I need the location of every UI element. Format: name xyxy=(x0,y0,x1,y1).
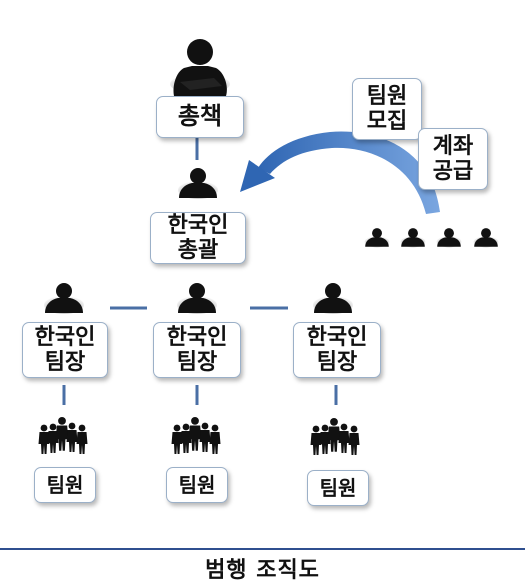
chief-silhouette-icon xyxy=(170,39,230,96)
node-member-2: 팀원 xyxy=(166,467,228,503)
connector-lines xyxy=(62,138,338,405)
member2-group-icon xyxy=(171,416,221,454)
node-korean-head-line2: 총괄 xyxy=(177,238,219,263)
node-leader-2-line1: 한국인 xyxy=(166,324,228,350)
node-leader-2-line2: 팀장 xyxy=(176,350,218,375)
leader1-silhouette-icon xyxy=(44,283,84,314)
label-recruit-line1: 팀원 xyxy=(366,83,408,109)
supplier-group-silhouette-icon xyxy=(364,228,499,248)
label-account-line1: 계좌 xyxy=(432,133,474,159)
leader3-silhouette-icon xyxy=(313,283,353,314)
node-member-3: 팀원 xyxy=(307,470,369,506)
label-recruit-line2: 모집 xyxy=(366,109,408,134)
node-leader-3: 한국인 팀장 xyxy=(293,322,381,378)
node-chief: 총책 xyxy=(156,96,244,138)
node-leader-2: 한국인 팀장 xyxy=(153,322,241,378)
node-leader-1: 한국인 팀장 xyxy=(22,322,108,378)
label-account: 계좌 공급 xyxy=(418,128,488,190)
korean-head-silhouette-icon xyxy=(178,168,218,199)
label-recruit: 팀원 모집 xyxy=(352,78,422,140)
node-member-1-label: 팀원 xyxy=(46,472,84,497)
node-leader-1-line1: 한국인 xyxy=(34,324,96,350)
curved-arrow-icon xyxy=(240,131,440,214)
node-leader-3-line1: 한국인 xyxy=(306,324,368,350)
label-account-line2: 공급 xyxy=(432,159,474,184)
node-korean-head: 한국인 총괄 xyxy=(150,212,246,264)
node-member-3-label: 팀원 xyxy=(319,475,357,500)
node-member-1: 팀원 xyxy=(34,467,96,503)
node-leader-1-line2: 팀장 xyxy=(44,350,86,375)
node-leader-3-line2: 팀장 xyxy=(316,350,358,375)
member1-group-icon xyxy=(38,416,88,454)
diagram-caption: 범행 조직도 xyxy=(205,558,320,583)
node-chief-label: 총책 xyxy=(177,102,223,131)
node-member-2-label: 팀원 xyxy=(178,472,216,497)
node-korean-head-line1: 한국인 xyxy=(167,212,229,238)
leader2-silhouette-icon xyxy=(177,283,217,314)
member3-group-icon xyxy=(310,417,360,455)
